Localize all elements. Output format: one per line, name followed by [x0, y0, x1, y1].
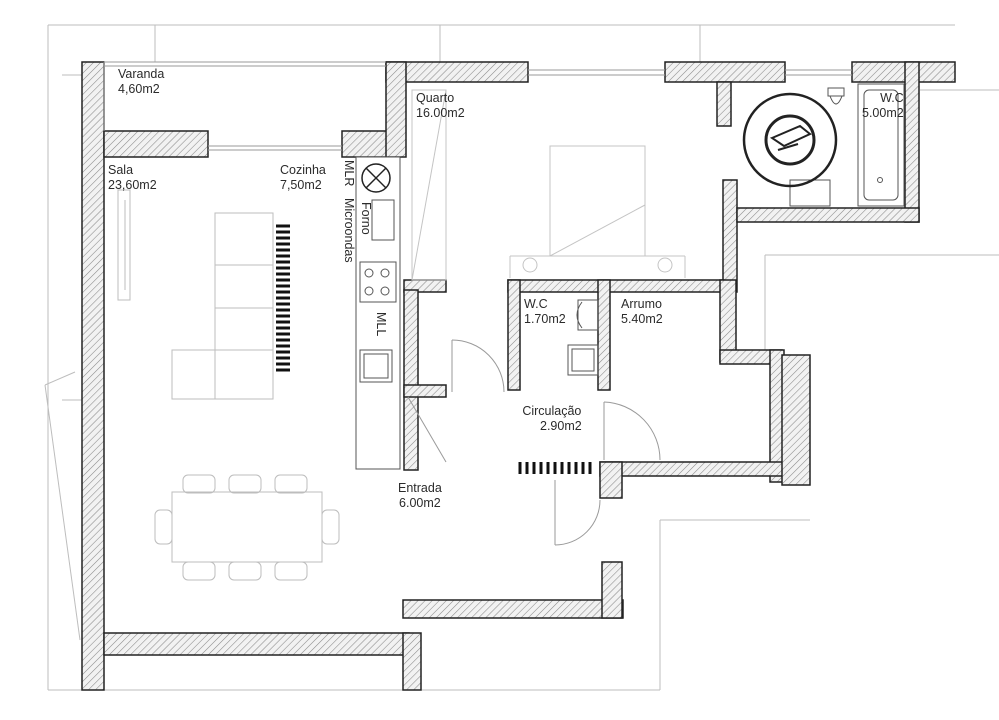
kitchen-counter	[355, 156, 401, 470]
room-name: Quarto	[416, 91, 455, 105]
room-name: W.C	[880, 91, 904, 105]
bath-sink	[789, 179, 831, 207]
wc-small-fixtures	[567, 299, 599, 376]
wall-bottom-step	[402, 632, 422, 691]
wardrobe	[411, 89, 447, 281]
room-label-varanda: Varanda 4,60m2	[118, 67, 164, 97]
fixture-label-microondas: Microondas	[342, 198, 356, 263]
sink-icon	[359, 349, 393, 383]
cooktop-icon	[359, 261, 397, 303]
oven-icon	[371, 199, 395, 241]
room-name: Cozinha	[280, 163, 326, 177]
wall-arrumo-bottom	[599, 461, 797, 477]
room-label-circulacao: Circulação 2.90m2	[522, 404, 582, 434]
room-label-sala: Sala 23,60m2	[108, 163, 157, 193]
room-label-entrada: Entrada 6.00m2	[398, 481, 442, 511]
fixture-label-mll: MLL	[374, 312, 388, 337]
wall-bath-left	[722, 179, 738, 293]
room-name: Arrumo	[621, 297, 662, 311]
bed	[549, 145, 646, 257]
room-label-cozinha: Cozinha 7,50m2	[280, 163, 326, 193]
room-area: 1.70m2	[524, 312, 566, 326]
bathtub	[857, 83, 905, 207]
fixture-label-mlr: MLR	[342, 160, 356, 187]
room-area: 16.00m2	[416, 106, 465, 120]
toilet-icon	[576, 299, 599, 331]
room-label-wc-suite: W.C 5.00m2	[862, 91, 904, 121]
room-name: Entrada	[398, 481, 442, 495]
context-lines	[44, 24, 999, 691]
wall-wc-small-top	[507, 279, 725, 293]
wall-bath-bottom	[736, 207, 920, 223]
wall-top-right	[664, 61, 786, 83]
wall-kitchen-vertical	[385, 61, 407, 158]
wall-bottom-left	[103, 632, 410, 656]
wall-left	[81, 61, 105, 691]
wall-top-right-stub	[716, 81, 732, 127]
wall-circulation-post	[599, 461, 623, 499]
room-label-arrumo: Arrumo 5.40m2	[621, 297, 663, 327]
room-area: 6.00m2	[399, 496, 441, 510]
wc-sink-icon	[567, 344, 599, 376]
walls	[81, 61, 956, 691]
room-area: 2.90m2	[540, 419, 582, 433]
wall-bath-top	[851, 61, 956, 83]
living-furniture	[117, 189, 340, 581]
room-name: Varanda	[118, 67, 165, 81]
wall-balcony-parapet	[103, 130, 209, 158]
stair-marks	[276, 224, 592, 474]
wall-entrada-left	[403, 289, 419, 471]
room-area: 23,60m2	[108, 178, 157, 192]
wall-top-mid	[385, 61, 529, 83]
room-name: Sala	[108, 163, 134, 177]
turning-circle	[742, 92, 838, 188]
bath-suite-fixtures	[742, 83, 905, 207]
dining-table	[171, 491, 323, 563]
sofa	[214, 212, 274, 400]
sofa-chaise	[171, 349, 216, 400]
room-label-wc-small: W.C 1.70m2	[524, 297, 566, 327]
room-label-quarto: Quarto 16.00m2	[416, 91, 465, 121]
room-area: 5.40m2	[621, 312, 663, 326]
doors	[407, 339, 661, 546]
tv-unit	[117, 189, 131, 301]
wall-wc-small-left	[507, 279, 521, 391]
wall-wc-small-right	[597, 279, 611, 391]
wall-right-column	[781, 354, 811, 486]
wall-entrada-stub	[403, 384, 447, 398]
bath-toilet-icon	[827, 87, 845, 105]
room-name: W.C	[524, 297, 548, 311]
wall-bottom-right-post	[601, 561, 623, 619]
wall-bottom-center	[402, 599, 624, 619]
room-name: Circulação	[522, 404, 582, 418]
wall-bath-right	[904, 61, 920, 223]
room-area: 5.00m2	[862, 106, 904, 120]
room-area: 4,60m2	[118, 82, 160, 96]
bedroom-furniture	[411, 89, 686, 281]
room-area: 7,50m2	[280, 178, 322, 192]
fixture-label-forno: Forno	[359, 202, 373, 235]
windows	[103, 61, 852, 151]
